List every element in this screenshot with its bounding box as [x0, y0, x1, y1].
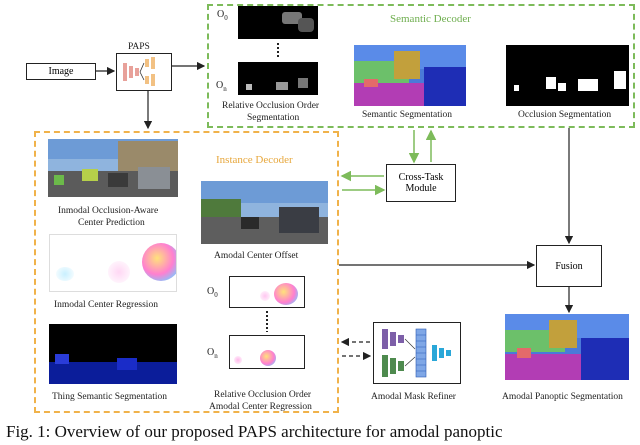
semantic-decoder-title: Semantic Decoder — [390, 13, 471, 25]
sem-order-label-line1: Relative Occlusion Order — [222, 101, 320, 111]
instance-decoder-region — [34, 131, 339, 413]
inmodal-center-prediction-line1: Inmodal Occlusion-Aware — [58, 206, 159, 216]
sem-order-bottom-label: On — [216, 80, 227, 93]
sem-order-o0-thumbnail — [238, 6, 318, 39]
cross-task-module: Cross-Task Module — [386, 164, 456, 202]
inst-order-regression-line2: Amodal Center Regression — [209, 402, 312, 412]
thing-semantic-segmentation-thumbnail — [49, 324, 177, 384]
amodal-panoptic-segmentation-thumbnail — [505, 314, 629, 380]
amodal-center-offset-label: Amodal Center Offset — [214, 251, 299, 261]
paps-network-box — [116, 53, 172, 91]
mask-refiner-network-icon — [382, 328, 451, 378]
inst-order-on-thumbnail — [229, 335, 305, 369]
amodal-mask-refiner-label: Amodal Mask Refiner — [371, 392, 456, 402]
sem-order-top-label: O0 — [217, 9, 228, 22]
amodal-mask-refiner-box — [373, 322, 461, 384]
cross-task-line1: Cross-Task — [398, 172, 444, 183]
cross-task-line2: Module — [405, 183, 437, 194]
inmodal-center-prediction-thumbnail — [48, 139, 178, 197]
inmodal-center-prediction-line2: Center Prediction — [78, 218, 145, 228]
image-input-box: Image — [26, 63, 96, 80]
occlusion-segmentation-thumbnail — [506, 45, 629, 106]
paps-label: PAPS — [128, 42, 150, 52]
figure-caption: Fig. 1: Overview of our proposed PAPS ar… — [6, 422, 503, 441]
instance-decoder-title: Instance Decoder — [216, 154, 293, 166]
semantic-segmentation-thumbnail — [354, 45, 466, 106]
inst-order-bottom-label: On — [207, 347, 218, 360]
inst-order-top-label: O0 — [207, 286, 218, 299]
amodal-panoptic-segmentation-label: Amodal Panoptic Segmentation — [502, 392, 623, 402]
inst-order-o0-thumbnail — [229, 276, 305, 308]
paps-network-icon — [123, 57, 155, 86]
thing-semantic-segmentation-label: Thing Semantic Segmentation — [52, 392, 168, 402]
sem-order-on-thumbnail — [238, 62, 318, 95]
inmodal-center-regression-thumbnail — [49, 234, 177, 292]
sem-order-label-line2: Segmentation — [247, 113, 300, 123]
semantic-segmentation-label: Semantic Segmentation — [362, 110, 452, 120]
amodal-center-offset-thumbnail — [201, 181, 328, 244]
fusion-box: Fusion — [536, 245, 602, 287]
occlusion-segmentation-label: Occlusion Segmentation — [518, 110, 612, 120]
inmodal-center-regression-label: Inmodal Center Regression — [54, 300, 158, 310]
inst-order-regression-line1: Relative Occlusion Order — [214, 390, 312, 400]
semantic-decoder-region — [207, 4, 635, 128]
